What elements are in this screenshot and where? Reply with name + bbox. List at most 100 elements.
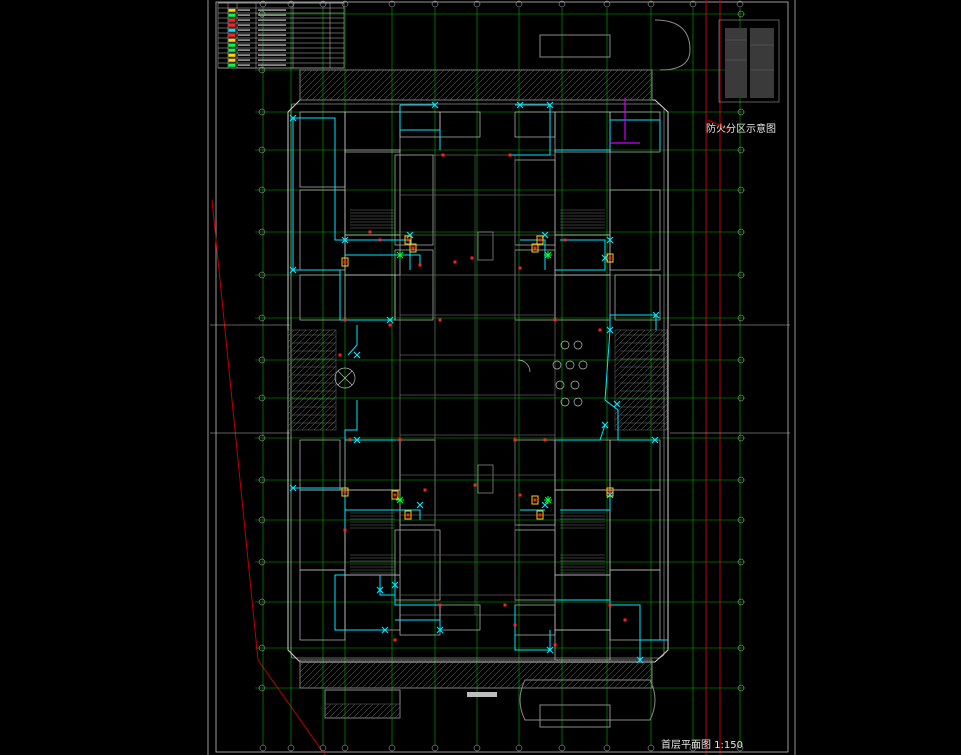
equipment-core [608,490,612,494]
legend-symbols [228,23,236,27]
column-marker-icon [737,356,745,364]
hatch-line [541,659,571,689]
hatch-line [475,659,505,689]
column-marker-icon [689,0,697,8]
hatch-line [614,329,622,337]
equipment-red-marker [348,438,352,442]
legend-spec-mark [258,64,286,66]
hatch-line [307,401,337,431]
legend-spec-mark [258,44,286,46]
hatch-line [629,77,653,101]
hatch-line [614,331,668,385]
plan-title: 首层平面图 1:150 [661,738,743,751]
hatch-line [635,83,653,101]
hatched-areas [287,69,668,719]
hatch-line [559,659,589,689]
valve-icon [386,316,394,324]
equipment-red-marker [598,328,602,332]
equipment-red-marker [338,353,342,357]
hatch-line [575,69,607,101]
hatch-line [443,69,475,101]
legend-description-mark [238,64,250,66]
hatch-line [287,371,337,421]
hatch-line [364,703,380,719]
hatch-line [324,703,332,711]
pipe-run [394,580,440,606]
column-marker-icon [258,434,266,442]
valve-icon [606,326,614,334]
equipment-red-marker [398,438,402,442]
hatch-line [457,659,487,689]
hatch-line [571,659,601,689]
legend-description-mark [238,44,250,46]
hatch-line [505,659,535,689]
planter [573,397,583,407]
hatch-line [287,329,301,343]
hatch-line [299,69,313,83]
equipment-core [406,238,410,242]
hatch-line [614,329,634,349]
hatch-line [617,69,649,101]
hatch-line [419,69,451,101]
hatch-line [529,659,559,689]
column-marker-icon [737,684,745,692]
sprinkler-head-icon [396,496,404,504]
hatch-line [365,69,397,101]
column-marker-icon [258,356,266,364]
hatch-line [313,659,343,689]
hatch-line [664,427,668,431]
equipment-core [406,513,410,517]
hatch-line [577,659,607,689]
hatch-line [287,353,337,403]
hatch-line [299,69,325,95]
hatch-line [421,659,451,689]
hatch-line [395,69,427,101]
hatch-line [445,659,475,689]
valve-icon [376,586,384,594]
equipment-red-marker [503,603,507,607]
pipe-run [345,509,421,520]
pipe-run [560,495,611,511]
planter [552,360,562,370]
door-swing [517,359,531,373]
hatch-line [349,659,379,689]
column-marker-icon [737,10,745,18]
column-marker-icon [258,271,266,279]
hatch-line [640,403,668,431]
equipment-yellow-marker [531,243,539,253]
hatch-line [511,659,541,689]
hatch-line [473,69,505,101]
hatch-line [299,659,325,685]
legend-symbols [228,33,236,37]
hatch-line [334,703,350,719]
hatch-line [287,329,337,379]
hatch-line [299,659,319,679]
hatch-line [425,69,457,101]
equipment-yellow-marker [536,235,544,245]
room-outline [299,111,346,188]
hatch-line [658,421,668,431]
column-marker-icon [689,744,697,752]
hatch-line [499,659,529,689]
column-marker-icon [737,476,745,484]
hatch-line [301,395,337,431]
hatch-line [605,69,637,101]
column-marker-icon [736,744,744,752]
valve-icon [353,436,361,444]
hatch-line [328,703,344,719]
column-marker-icon [341,0,349,8]
column-marker-icon [431,0,439,8]
legend-description-mark [238,49,250,51]
equipment-yellow-marker [536,510,544,520]
legend-spec-mark [258,9,286,11]
pipe-run [345,254,421,265]
valve-icon [606,236,614,244]
hatch-line [407,69,439,101]
hatch-line [287,359,337,409]
hatch-line [601,659,631,689]
column-marker-icon [737,516,745,524]
hatch-line [467,69,499,101]
